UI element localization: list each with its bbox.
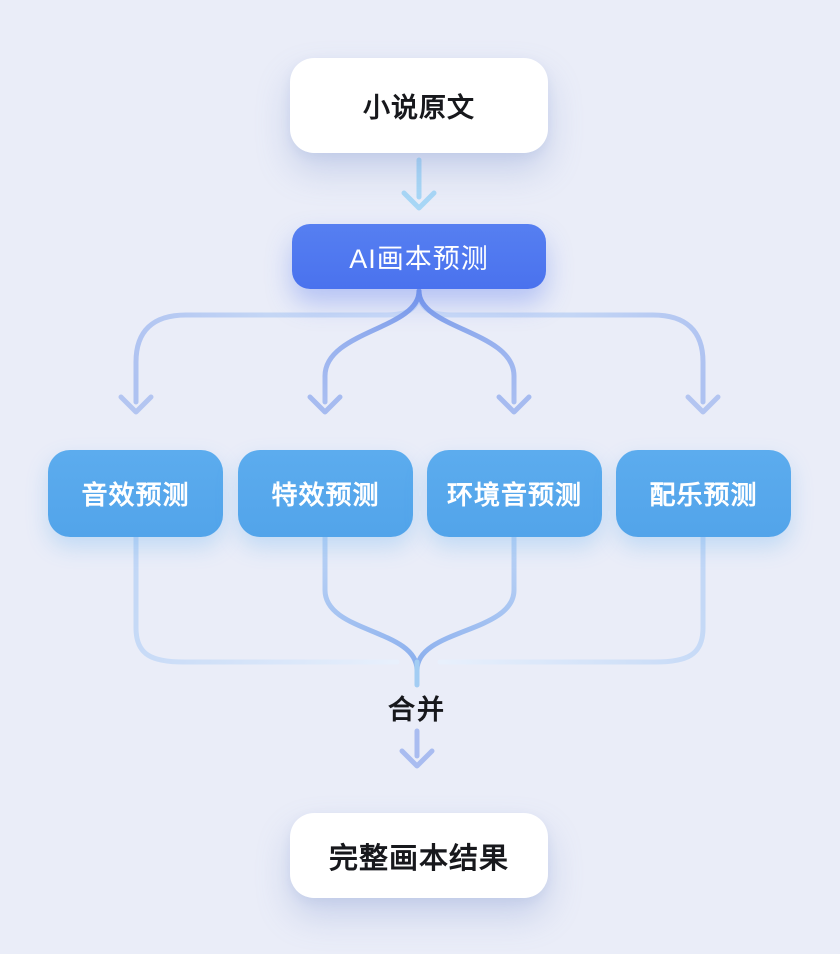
edge-branch-1-to-merge [322,534,420,673]
node-music-prediction-label: 配乐预测 [649,480,758,510]
node-sound-effect-prediction-label: 音效预测 [81,480,190,510]
edge-branch-0-to-merge [133,534,400,665]
node-music-prediction: 配乐预测 [616,450,791,537]
edge-predictor-to-branch-3 [416,288,706,405]
node-ambient-sound-prediction-label: 环境音预测 [446,480,582,510]
arrowhead-branch-0 [118,394,154,415]
node-ambient-sound-prediction: 环境音预测 [427,450,602,537]
node-sound-effect-prediction: 音效预测 [48,450,223,537]
arrowhead-branch-1 [307,394,343,415]
edge-predictor-to-branch-2 [416,288,517,405]
node-novel-source-label: 小说原文 [363,93,475,123]
edge-branch-2-to-merge [414,534,517,673]
merge-label-text: 合并 [388,694,446,725]
edge-predictor-to-branch-0 [133,288,422,405]
merge-label: 合并 [317,689,517,725]
edge-predictor-to-branch-1 [322,288,422,405]
arrowhead-branch-2 [496,394,532,415]
node-special-effect-prediction: 特效预测 [238,450,413,537]
node-special-effect-prediction-label: 特效预测 [271,480,380,510]
edge-branch-3-to-merge [437,534,706,665]
arrowhead-merge-to-result [399,748,435,769]
arrowhead-source-to-predictor [401,190,437,211]
node-ai-predictor-label: AI画本预测 [349,244,489,274]
node-novel-source: 小说原文 [290,58,548,153]
arrowhead-branch-3 [685,394,721,415]
node-complete-result: 完整画本结果 [290,813,548,898]
node-complete-result-label: 完整画本结果 [328,842,509,875]
node-ai-predictor: AI画本预测 [292,224,546,289]
